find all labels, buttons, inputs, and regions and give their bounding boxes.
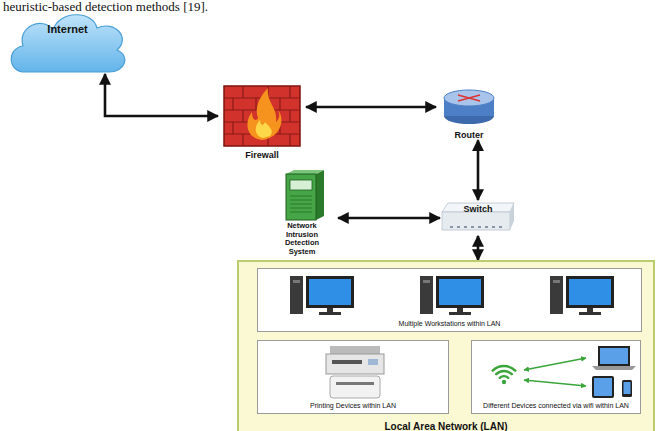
icon-part: [330, 376, 380, 398]
icon-part: [624, 382, 631, 394]
icon-part: [316, 170, 324, 220]
server-icon: [272, 168, 332, 222]
icon-part: [510, 203, 514, 230]
icon-part: [502, 380, 506, 384]
icon-part: [290, 276, 354, 315]
network-link: [306, 106, 436, 109]
router-icon: [436, 86, 502, 130]
icon-part: [290, 180, 312, 190]
node-label: Switch: [440, 200, 516, 214]
icon-part: [286, 174, 316, 220]
page-text: heuristic-based detection methods [19].: [3, 0, 208, 14]
icon-part: [442, 212, 510, 230]
icon-part: [550, 276, 614, 315]
icon-part: [600, 348, 628, 364]
node-label: Local Area Network (LAN): [239, 421, 653, 431]
node-label: Network Intrusion Detection System: [271, 222, 333, 257]
icon-part: [444, 90, 494, 106]
wifi-devices-icons: [474, 344, 644, 400]
network-link: [477, 236, 480, 260]
panel-caption: Printing Devices within LAN: [260, 402, 446, 410]
wifi-panel: Different Devices connected via wifi wit…: [471, 340, 641, 414]
router-node: Router: [436, 86, 502, 140]
icon-part: [450, 226, 502, 228]
panel-caption: Different Devices connected via wifi wit…: [474, 402, 638, 410]
lan-region: Local Area Network (LAN) Multiple Workst…: [237, 260, 655, 431]
icon-part: [458, 95, 480, 101]
icon-part: [330, 346, 380, 354]
ids-node: Network Intrusion Detection System: [266, 168, 338, 257]
switch-node: Switch: [440, 200, 516, 236]
icon-part: [524, 358, 586, 370]
icon-part: [592, 366, 636, 370]
icon-part: [247, 88, 281, 140]
icon-part: [598, 346, 630, 366]
printer-panel: Printing Devices within LAN: [257, 340, 449, 414]
icon-part: [224, 86, 300, 146]
cloud-node: Internet: [5, 8, 130, 74]
node-label: Firewall: [218, 150, 306, 160]
icon-part: [420, 276, 484, 315]
workstation-icons: [260, 272, 645, 318]
network-link: [477, 140, 480, 200]
firewall-icon: [218, 76, 306, 150]
icon-part: [336, 382, 374, 385]
network-link: [338, 217, 440, 220]
node-label: Router: [436, 130, 502, 140]
icon-part: [594, 378, 612, 396]
cloud-shape: [5, 8, 130, 74]
icon-part: [622, 380, 632, 397]
icon-part: [256, 120, 272, 138]
icon-part: [326, 354, 384, 374]
icon-part: [368, 359, 378, 365]
workstation-panel: Multiple Workstations within LAN: [257, 268, 642, 332]
printer-icons: [260, 344, 452, 400]
icon-part: [493, 366, 516, 378]
firewall-node: Firewall: [218, 76, 306, 160]
icon-part: [332, 360, 362, 364]
icon-part: [524, 380, 586, 386]
icon-part: [592, 376, 614, 398]
icon-part: [286, 170, 324, 174]
icon-part: [224, 86, 300, 146]
network-link: [105, 74, 218, 116]
icon-part: [290, 196, 312, 212]
panel-caption: Multiple Workstations within LAN: [260, 320, 639, 328]
